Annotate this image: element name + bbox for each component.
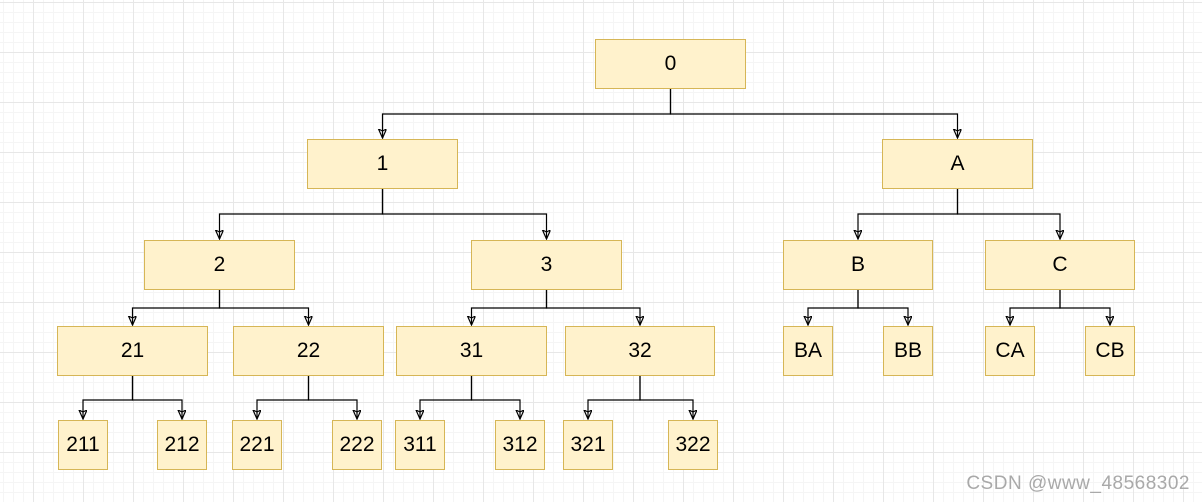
edge-21-212 — [131, 376, 183, 419]
tree-node-A: A — [882, 139, 1033, 189]
tree-node-211: 211 — [58, 420, 108, 470]
tree-node-312: 312 — [495, 420, 545, 470]
edge-C-CA — [1010, 290, 1061, 325]
edge-1-3 — [381, 189, 547, 239]
tree-node-322: 322 — [668, 420, 718, 470]
edge-22-221 — [257, 376, 310, 419]
edge-B-BA — [808, 290, 859, 325]
tree-node-321: 321 — [563, 420, 613, 470]
tree-node-CA: CA — [985, 326, 1035, 376]
tree-node-221: 221 — [232, 420, 282, 470]
edge-A-B — [858, 189, 959, 239]
tree-node-21: 21 — [57, 326, 208, 376]
watermark-text: CSDN @www_48568302 — [966, 473, 1190, 494]
tree-node-31: 31 — [396, 326, 547, 376]
tree-node-1: 1 — [307, 139, 458, 189]
edge-1-2 — [220, 189, 384, 239]
edge-31-312 — [470, 376, 521, 419]
edge-2-22 — [218, 290, 309, 325]
edge-3-31 — [472, 290, 548, 325]
edge-0-A — [669, 89, 958, 138]
tree-node-CB: CB — [1085, 326, 1135, 376]
edge-31-311 — [420, 376, 473, 419]
edge-22-222 — [307, 376, 358, 419]
edge-32-321 — [588, 376, 641, 419]
tree-node-222: 222 — [332, 420, 382, 470]
tree-node-212: 212 — [157, 420, 207, 470]
edge-21-211 — [83, 376, 134, 419]
tree-node-BA: BA — [783, 326, 833, 376]
edge-C-CB — [1059, 290, 1110, 325]
edge-0-1 — [383, 89, 672, 138]
tree-node-311: 311 — [395, 420, 445, 470]
edge-3-32 — [545, 290, 641, 325]
tree-node-2: 2 — [144, 240, 295, 290]
edge-A-C — [956, 189, 1061, 239]
tree-node-3: 3 — [471, 240, 622, 290]
tree-node-22: 22 — [233, 326, 384, 376]
tree-node-B: B — [783, 240, 933, 290]
edge-2-21 — [133, 290, 221, 325]
tree-node-BB: BB — [883, 326, 933, 376]
tree-node-32: 32 — [565, 326, 715, 376]
edge-B-BB — [857, 290, 908, 325]
edge-32-322 — [639, 376, 693, 419]
tree-node-0: 0 — [595, 39, 746, 89]
tree-node-C: C — [985, 240, 1135, 290]
